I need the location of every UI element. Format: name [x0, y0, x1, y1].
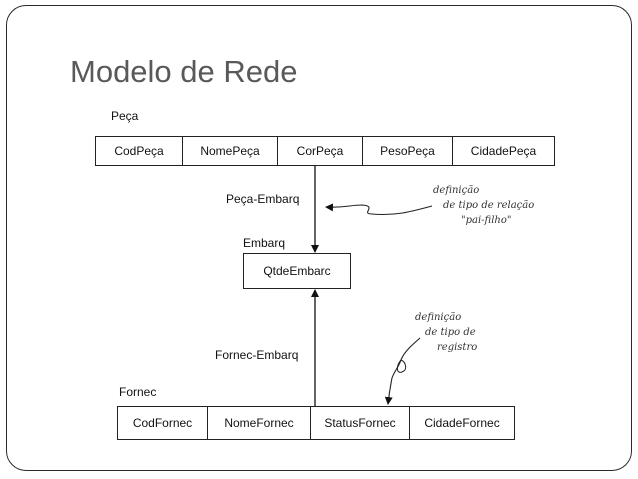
note-top-line-1: definição	[433, 185, 480, 196]
peca-record: CodPeça NomePeça CorPeça PesoPeça Cidade…	[95, 136, 555, 166]
fornec-field-cod: CodFornec	[118, 407, 208, 439]
peca-field-cod: CodPeça	[96, 137, 183, 165]
fornec-field-cidade: CidadeFornec	[424, 416, 500, 430]
slide-frame	[6, 5, 632, 471]
embarq-record: QtdeEmbarc	[243, 253, 351, 289]
note-registro: definição de tipo de registro	[415, 310, 477, 355]
note-bottom-line-3: registro	[437, 342, 478, 353]
note-top-line-2: de tipo de relação	[443, 200, 535, 211]
fornec-embarq-set-label: Fornec-Embarq	[215, 348, 299, 362]
peca-field-cidade: CidadePeça	[470, 144, 537, 158]
fornec-record-label: Fornec	[119, 385, 157, 399]
note-bottom-line-1: definição	[415, 312, 462, 323]
peca-field-cor: CorPeça	[278, 137, 363, 165]
slide-title: Modelo de Rede	[70, 54, 298, 89]
peca-field-peso: PesoPeça	[363, 137, 453, 165]
note-bottom-line-2: de tipo de	[425, 327, 476, 338]
embarq-record-label: Embarq	[243, 236, 286, 250]
note-top-line-3: "pai-filho"	[461, 215, 512, 226]
peca-field-nome: NomePeça	[183, 137, 278, 165]
peca-record-label: Peça	[111, 109, 139, 123]
peca-embarq-set-label: Peça-Embarq	[226, 192, 300, 206]
fornec-field-nome: NomeFornec	[208, 407, 311, 439]
fornec-field-status: StatusFornec	[311, 407, 410, 439]
note-pai-filho: definição de tipo de relação "pai-filho"	[433, 183, 534, 228]
fornec-record: CodFornec NomeFornec StatusFornec Cidade…	[117, 406, 515, 440]
